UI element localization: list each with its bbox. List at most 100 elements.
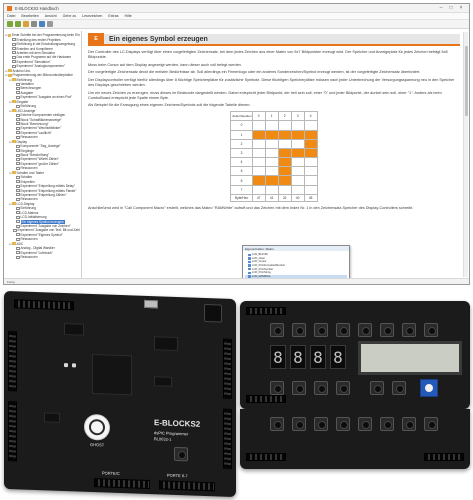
tree-item[interactable]: Eingänge (5, 148, 80, 153)
tree-item[interactable]: Variablen (5, 82, 80, 86)
tree-item[interactable]: ⊟Erste Schritte bei der Programmierung b… (5, 33, 80, 37)
tree-item-label: ADC (16, 241, 24, 246)
macro-list-item[interactable]: LCD_PrintFormattedNumber (245, 264, 347, 268)
tree-item[interactable]: ⊟Arduino Uno (5, 69, 80, 73)
tree-item[interactable]: Arbeiten mit dem Simulator (5, 51, 80, 55)
expand-icon[interactable]: ⊟ (9, 99, 12, 104)
tree-item[interactable]: Schalter (5, 175, 80, 179)
menu-goto[interactable]: Gehe zu (62, 14, 77, 18)
tree-item[interactable]: Block "Berechnung" (5, 122, 80, 126)
expand-icon[interactable]: ⊟ (5, 33, 8, 38)
expand-icon[interactable]: ⊟ (5, 73, 8, 78)
forward-icon[interactable] (15, 21, 21, 27)
tree-item[interactable]: Einführung in die Entwicklungsumgebung (5, 42, 80, 46)
expand-icon[interactable]: ⊟ (5, 68, 8, 73)
tree-item[interactable]: ⊟Schalter und Taster (5, 171, 80, 175)
close-button[interactable]: × (459, 5, 463, 11)
page-icon (12, 64, 16, 68)
pixel-off (251, 138, 266, 149)
tree-item[interactable]: Experiment "Entprellung mittels Delay" (5, 184, 80, 188)
tree-item[interactable]: ⊟LCD-Display (5, 202, 80, 206)
byte-value: 40 (290, 193, 305, 202)
macro-list-item[interactable]: LCD_PrintString (245, 271, 347, 275)
back-icon[interactable] (7, 21, 13, 27)
byte-value: 41 (264, 193, 279, 202)
tree-item[interactable]: Erstellen und Kompilieren (5, 46, 80, 51)
options-icon[interactable] (47, 21, 53, 27)
tree-item[interactable]: Ressourcen (5, 166, 80, 170)
menu-edit[interactable]: Bearbeiten (21, 14, 39, 18)
menu-help[interactable]: Hilfe (124, 14, 132, 18)
document-pane: E Ein eigenes Symbol erzeugen Der Contro… (82, 31, 469, 278)
tree-item[interactable]: Experiment "Ausgabe von Text, Bit und Za… (5, 228, 80, 232)
expand-icon[interactable]: ⊟ (9, 170, 12, 175)
search-icon[interactable] (39, 21, 45, 27)
macro-list-item[interactable]: LCD_PrintNumber (245, 267, 347, 271)
tree-item[interactable]: ⊟Einführung (5, 77, 80, 82)
tree-item[interactable]: Ein eigenes Symbol erzeugen (5, 219, 80, 224)
menu-tools[interactable]: Extras (108, 14, 119, 18)
tree-item[interactable]: Erstellung des ersten Projektes (5, 37, 80, 42)
tree-item[interactable]: Experiment "Eigenes Symbol" (5, 233, 80, 237)
expand-icon[interactable]: ⊟ (9, 241, 12, 246)
expand-icon[interactable]: ⊟ (9, 77, 12, 82)
tree-item[interactable]: Ressourcen (5, 135, 80, 139)
tree-item[interactable]: ⊟Eingabe (5, 100, 80, 104)
tree-item[interactable]: Analog - Digital Wandler (5, 246, 80, 250)
tree-item[interactable]: Ressourcen (5, 255, 80, 259)
macro-list-item[interactable]: LCD_BL0169 (245, 253, 347, 257)
tree-item[interactable]: Ressourcen (5, 237, 80, 241)
tree-item[interactable]: Ressourcen (5, 197, 80, 201)
maximize-button[interactable]: □ (449, 5, 453, 11)
tree-item[interactable]: ⊟Programmierung der Mikrocontrollerplati… (5, 73, 80, 77)
tree-item[interactable]: Ausgabe (5, 91, 80, 95)
tree-item[interactable]: Experiment "Wechselblinker" (5, 126, 80, 130)
tree-item[interactable]: LCD-Initialisierung (5, 215, 80, 219)
tree-item[interactable]: Experiment "großer Zähler" (5, 162, 80, 166)
usb-connector (144, 299, 158, 309)
macro-icon (248, 253, 251, 257)
tree-item[interactable]: Block "Schaltflächenanzeige" (5, 117, 80, 122)
menu-bookmarks[interactable]: Lesezeichen (82, 14, 103, 18)
tree-item-label: Experiment "Ausgabe von Zeichen" (20, 224, 71, 229)
tree-item[interactable]: Einführung (5, 104, 80, 108)
tree-item[interactable]: Experiment "Entprellung Zählen" (5, 193, 80, 197)
tree-item[interactable]: Externe Komponenten einfügen (5, 113, 80, 117)
macro-list-item[interactable]: LCD_Clear (245, 257, 347, 261)
menu-view[interactable]: Ansicht (44, 14, 57, 18)
tree-item[interactable]: Block "Beschriftung" (5, 153, 80, 157)
tree-item[interactable]: Experiment "Luftdruck" (5, 250, 80, 255)
macro-list-item[interactable]: LCD_RAMWrite (245, 274, 347, 278)
macro-list-item[interactable]: LCD_Cursor (245, 260, 347, 264)
tree-item[interactable]: ⊟ ADC (5, 242, 80, 246)
tree-item[interactable]: Experiment "Ausgabe an einen Port" (5, 95, 80, 99)
scrollbar-thumb[interactable] (465, 46, 468, 116)
tree-item[interactable]: Einführung (5, 206, 80, 210)
minimize-button[interactable]: – (439, 5, 443, 11)
tree-item[interactable]: Entprellen (5, 179, 80, 184)
tree-item[interactable]: Experiment "Entprellung mittels Flanke" (5, 188, 80, 193)
tree-item-label: Erstellen und Kompilieren (16, 46, 53, 51)
push-button (292, 417, 306, 431)
tree-item[interactable]: Das erste Programm auf die Hardware (5, 55, 80, 59)
print-icon[interactable] (31, 21, 37, 27)
menu-file[interactable]: Datei (7, 14, 16, 18)
expand-icon[interactable]: ⊟ (9, 201, 12, 206)
vertical-scrollbar[interactable] (463, 32, 468, 277)
tree-item[interactable]: ⊟Display (5, 140, 80, 144)
tree-item[interactable]: ⊟LED-Anzeige (5, 108, 80, 113)
home-icon[interactable] (23, 21, 29, 27)
tree-item[interactable]: Experiment "Simulation" (5, 60, 80, 64)
tree-item[interactable]: LCD-Makros (5, 211, 80, 215)
tree-item-label: Block "Schaltflächenanzeige" (20, 117, 62, 122)
expand-icon[interactable]: ⊟ (9, 108, 12, 113)
tree-item[interactable]: Experiment "Lauflicht" (5, 131, 80, 135)
tree-item[interactable]: Komponente "Seg_Anzeige" (5, 144, 80, 148)
tree-item[interactable]: Experiment "Würfel Zähler" (5, 157, 80, 161)
tree-item[interactable]: Berechnungen (5, 86, 80, 90)
expand-icon[interactable]: ⊟ (9, 139, 12, 144)
ghost-label: GHOST (90, 441, 105, 448)
tree-item[interactable]: Experiment "Analogkomponenten" (5, 64, 80, 68)
tree-item[interactable]: Experiment "Ausgabe von Zeichen" (5, 224, 80, 228)
pixel-off (303, 166, 318, 177)
